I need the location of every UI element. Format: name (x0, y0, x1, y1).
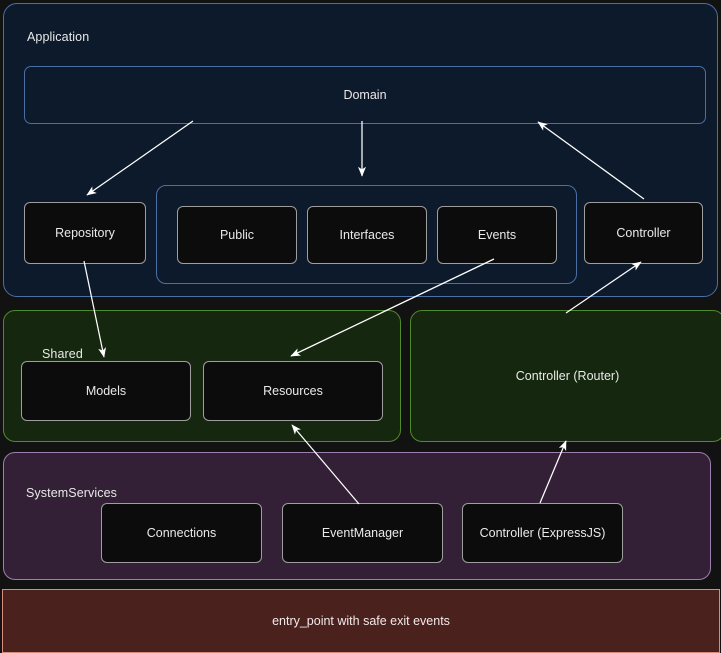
node-controller-expressjs[interactable]: Controller (ExpressJS) (462, 503, 623, 563)
group-systemservices: SystemServices Connections EventManager … (3, 452, 711, 580)
node-events[interactable]: Events (437, 206, 557, 264)
node-domain[interactable]: Domain (24, 66, 706, 124)
node-eventmanager[interactable]: EventManager (282, 503, 443, 563)
node-models[interactable]: Models (21, 361, 191, 421)
group-application-interfaces: Public Interfaces Events (156, 185, 577, 284)
node-repository[interactable]: Repository (24, 202, 146, 264)
node-domain-label: Domain (343, 88, 387, 102)
node-public[interactable]: Public (177, 206, 297, 264)
group-shared: Shared Models Resources (3, 310, 401, 442)
node-controller[interactable]: Controller (584, 202, 703, 264)
node-controller-router[interactable]: Controller (Router) (410, 310, 721, 442)
group-application: Application Domain Repository Public Int… (3, 3, 718, 297)
node-connections[interactable]: Connections (101, 503, 262, 563)
node-resources[interactable]: Resources (203, 361, 383, 421)
node-interfaces[interactable]: Interfaces (307, 206, 427, 264)
node-controller-router-label: Controller (Router) (515, 369, 620, 383)
group-shared-label: Shared (42, 347, 83, 361)
node-entry-point[interactable]: entry_point with safe exit events (2, 589, 720, 653)
group-systemservices-label: SystemServices (26, 486, 118, 500)
group-application-label: Application (27, 30, 90, 44)
